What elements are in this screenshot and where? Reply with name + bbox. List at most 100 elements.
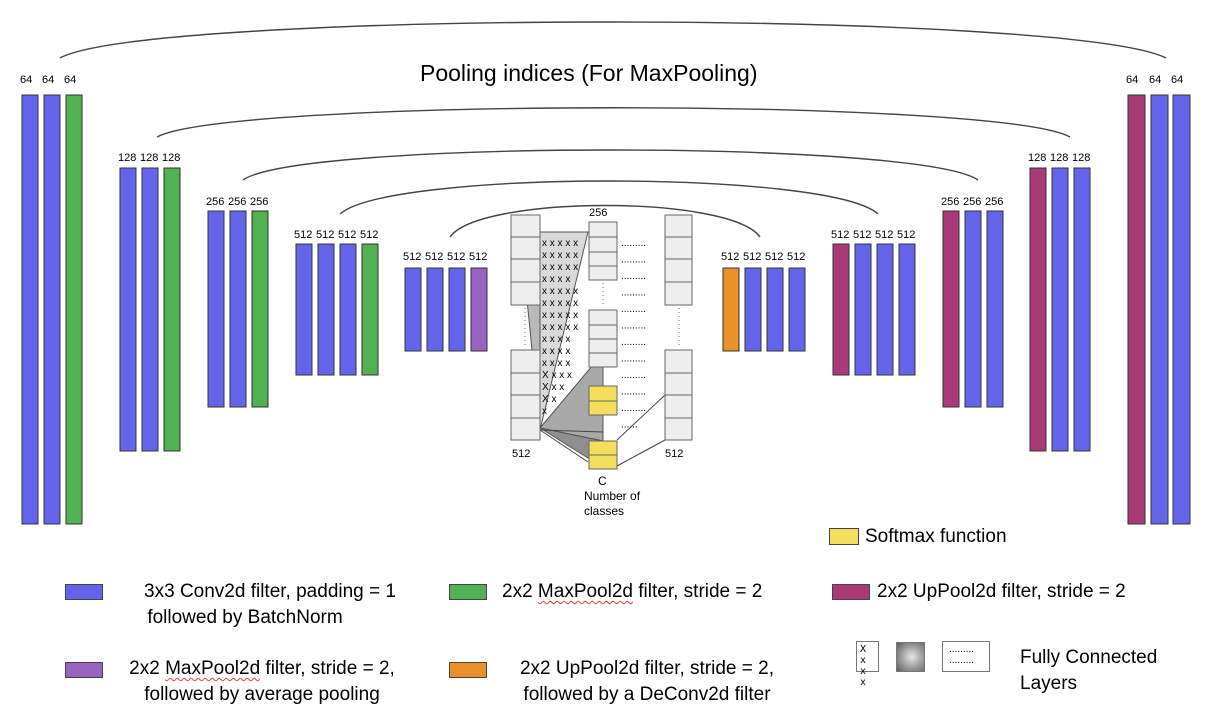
decoder-stage-1-size-label: 64 [1171, 74, 1184, 86]
fc-x-row: x x x x x [542, 262, 578, 273]
decoder-stage-2-size-label: 128 [1072, 152, 1091, 164]
fc-dot-row: ......... [621, 337, 646, 348]
encoder-stage-5-size-label: 512 [403, 251, 422, 263]
fc-line [616, 439, 666, 467]
decoder-stage-4-size-label: 512 [831, 229, 850, 241]
decoder-stage-2-size-label: 128 [1050, 152, 1069, 164]
encoder-stage-4-size-label: 512 [360, 229, 379, 241]
fc-cell [588, 309, 618, 326]
fc-x-row: X x x [542, 382, 564, 393]
fc-cell [510, 349, 541, 374]
fc-x-triangle [539, 231, 589, 431]
encoder-stage-1-conv-bar [21, 94, 39, 525]
encoder-stage-3-size-label: 256 [206, 196, 225, 208]
fc-label-classes: classes [584, 504, 625, 518]
fc-cell [588, 338, 618, 354]
fc-cell [664, 372, 693, 396]
decoder-stage-2-conv-bar [1073, 167, 1091, 452]
fc-legend-x-bottom: x x [860, 666, 867, 688]
encoder-stage-4-conv-bar [295, 243, 313, 376]
fc-label-256: 256 [589, 207, 608, 219]
encoder-stage-2-conv-bar [141, 167, 159, 452]
encoder-stage-4-size-label: 512 [316, 229, 335, 241]
legend-conv-line2: followed by BatchNorm [147, 607, 343, 628]
fc-cell [664, 394, 693, 419]
skip-arc-stage5 [449, 204, 761, 238]
fc-dot-row: ......... [621, 271, 646, 282]
fc-x-row: X x x x [542, 370, 572, 381]
decoder-stage-3-size-label: 256 [963, 196, 982, 208]
fc-cell [588, 221, 618, 238]
skip-arc-stage1 [59, 21, 1167, 59]
legend-swatch-uppool-deconv [449, 662, 487, 678]
fc-x-row: x x x x x [542, 286, 578, 297]
fc-dot-row: ......... [621, 354, 646, 365]
fc-cell [588, 236, 618, 253]
decoder-stage-5-size-label: 512 [721, 251, 740, 263]
encoder-stage-4-conv-bar [339, 243, 357, 376]
encoder-stage-2-size-label: 128 [140, 152, 159, 164]
encoder-stage-1-maxpool-bar [65, 94, 83, 525]
decoder-stage-1-size-label: 64 [1149, 74, 1162, 86]
legend-maxpool-avg-line2: followed by average pooling [144, 684, 380, 705]
skip-arc-stage2 [156, 107, 1071, 138]
encoder-stage-1-size-label: 64 [42, 74, 55, 86]
decoder-stage-4-uppool-bar [832, 243, 850, 376]
fc-line [539, 429, 604, 433]
encoder-stage-3-size-label: 256 [250, 196, 269, 208]
fc-x-row: x x x x [542, 334, 570, 345]
legend-fc-line2: Layers [1020, 673, 1078, 694]
fc-cell [664, 417, 693, 441]
legend-swatch-maxpool [449, 584, 487, 600]
decoder-stage-1-conv-bar [1150, 94, 1169, 525]
decoder-stage-4-conv-bar [876, 243, 894, 376]
legend-uppool-deconv-text: 2x2 UpPool2d filter, stride = 2, followe… [500, 656, 794, 708]
decoder-stage-3-size-label: 256 [941, 196, 960, 208]
fc-cell [664, 258, 693, 283]
fc-line [539, 429, 589, 463]
decoder-stage-2-uppool-bar [1029, 167, 1047, 452]
fc-label-c: C [598, 474, 607, 488]
fc-x-row: x x x x x [542, 298, 578, 309]
legend-maxpool-avg-pre: 2x2 [129, 658, 166, 679]
legend-fc-text: Fully Connected Layers [1020, 645, 1157, 697]
fc-cell [588, 324, 618, 340]
encoder-stage-1-conv-bar [43, 94, 61, 525]
fc-cell [588, 352, 618, 368]
fc-x-row: x x x x [542, 346, 570, 357]
decoder-stage-2-conv-bar [1051, 167, 1069, 452]
legend-conv-text: 3x3 Conv2d filter, padding = 1 followed … [115, 579, 425, 631]
fully-connected-block: x x x x xx x x x xx x x x xx x x xx x x … [510, 214, 693, 470]
fc-line [616, 394, 666, 441]
legend-uppool-text: 2x2 UpPool2d filter, stride = 2 [877, 581, 1126, 602]
fc-cell [510, 417, 541, 441]
encoder-stage-5-conv-bar [404, 267, 422, 352]
fc-legend-x-top: X x [860, 644, 867, 666]
fc-cell [664, 214, 693, 238]
fc-x-row: x x x x x [542, 238, 578, 249]
fc-column-right [664, 214, 693, 441]
legend-maxpool-avg-post: filter, stride = 2, [260, 658, 395, 679]
fc-cell [510, 281, 541, 306]
fc-cell [588, 265, 618, 281]
fc-x-row: x x x x [542, 274, 570, 285]
fc-legend-dots-icon: ......... ......... [942, 641, 990, 672]
fc-cell [664, 236, 693, 260]
encoder-stage-5-maxpool-avg-bar [470, 267, 488, 352]
fc-dot-row: ...... [621, 420, 638, 431]
legend-maxpool-avg-word: MaxPool2d [165, 658, 261, 679]
fc-x-row: x x x x x [542, 310, 578, 321]
decoder-stage-5-size-label: 512 [743, 251, 762, 263]
skip-arc-stage3 [242, 149, 979, 181]
fc-x-connections: x x x x xx x x x xx x x x xx x x xx x x … [542, 238, 578, 417]
fc-cell [510, 236, 541, 260]
encoder-stage-3-maxpool-bar [251, 210, 269, 408]
fc-legend-dots-top: ......... [949, 644, 975, 655]
fc-dot-row: ......... [621, 321, 646, 332]
encoder-stage-2-conv-bar [119, 167, 137, 452]
encoder-stage-1-size-label: 64 [64, 74, 77, 86]
encoder-stage-5-size-label: 512 [469, 251, 488, 263]
decoder-stage-3-conv-bar [964, 210, 982, 408]
encoder-stage-2-size-label: 128 [118, 152, 137, 164]
